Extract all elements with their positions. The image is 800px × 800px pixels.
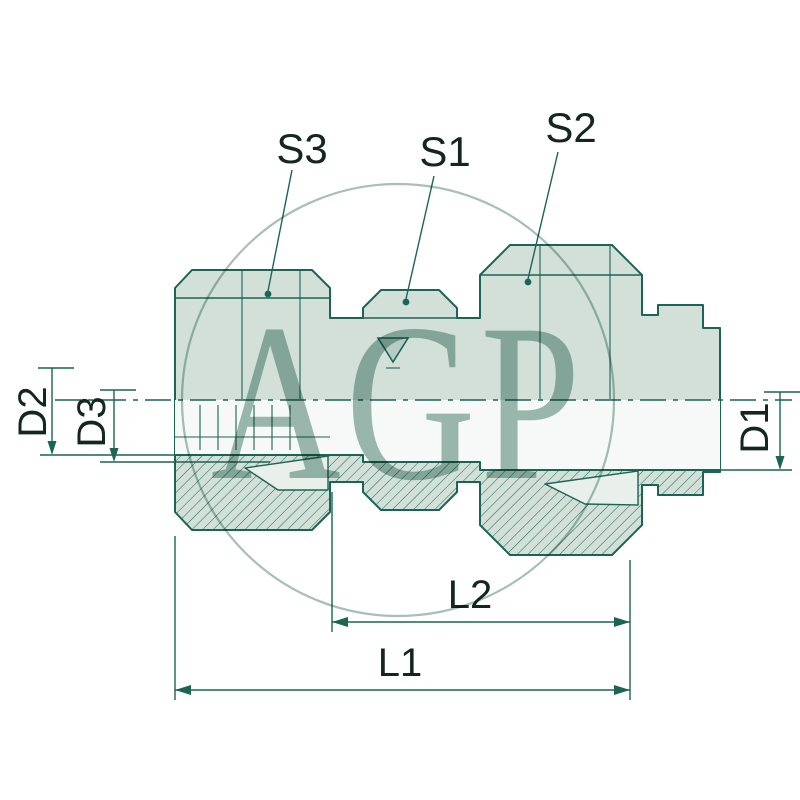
watermark-circle (180, 182, 616, 618)
s2-leader-line (527, 151, 559, 280)
l1-arrowhead-left (175, 685, 191, 695)
cone-mark (376, 337, 410, 369)
d2-arrowhead (47, 441, 57, 455)
watermark-text: AGP (211, 278, 585, 528)
d3-label: D3 (70, 396, 114, 447)
s2-leader-dot (524, 278, 532, 286)
left-ferrule (244, 455, 329, 491)
fitting-body (174, 244, 721, 556)
d1-label: D1 (733, 402, 777, 453)
d2-label: D2 (11, 386, 55, 437)
s3-leader-line (267, 169, 293, 292)
l1-label: L1 (378, 641, 423, 685)
s2-label: S2 (545, 104, 596, 151)
s3-leader-dot (264, 290, 272, 298)
watermark: AGP (180, 182, 616, 618)
hex-facet-lines (175, 246, 642, 399)
dimension-d2: D2 (11, 367, 175, 456)
l2-label: L2 (448, 573, 493, 617)
l2-arrowhead-left (332, 617, 348, 627)
dimension-l2: L2 (331, 492, 631, 700)
callout-s1: S1 (402, 128, 471, 306)
dimension-d1: D1 (720, 391, 800, 471)
dimension-d3: D3 (70, 389, 270, 463)
d1-arrowhead (775, 456, 785, 470)
l2-arrowhead-right (614, 617, 630, 627)
l1-arrowhead-right (614, 685, 630, 695)
d3-arrowhead (109, 448, 119, 462)
bore-cavity (175, 400, 720, 470)
s1-leader-dot (402, 298, 410, 306)
callout-s2: S2 (524, 104, 597, 286)
callout-s3: S3 (264, 125, 328, 298)
s1-leader-line (405, 175, 435, 300)
thread-lines (175, 405, 330, 450)
right-ferrule (544, 470, 639, 506)
dimension-l1: L1 (174, 536, 630, 700)
s3-label: S3 (276, 125, 327, 172)
s1-label: S1 (419, 128, 470, 175)
